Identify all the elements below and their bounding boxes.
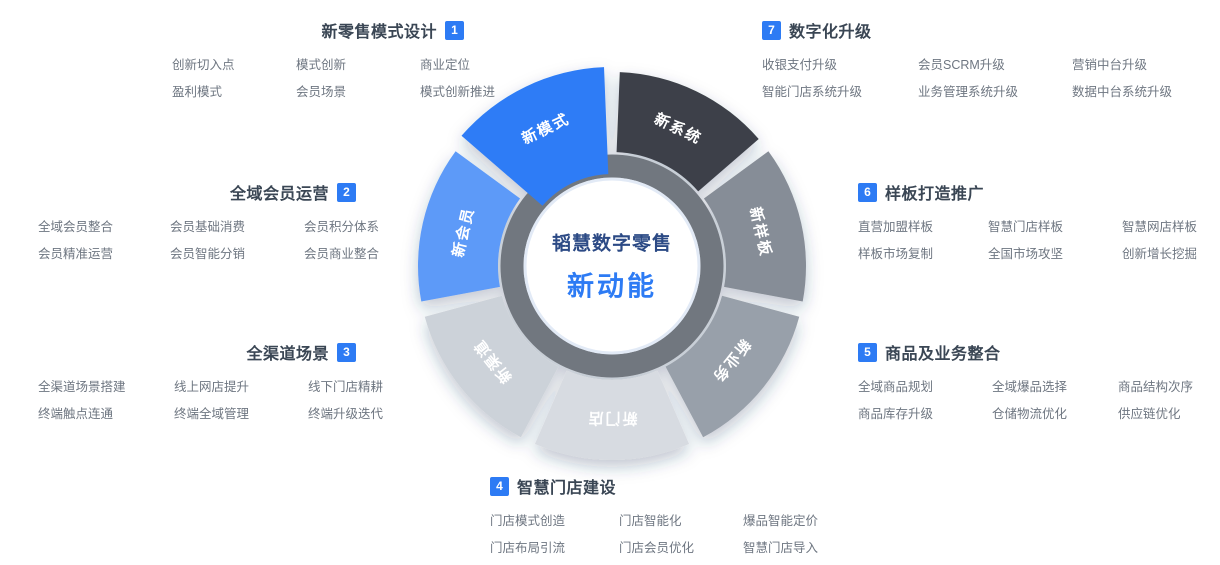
section-item: 模式创新推进 <box>420 85 496 99</box>
section-header: 6 样板打造推广 <box>858 180 1188 204</box>
section-item: 会员基础消费 <box>170 220 246 234</box>
wheel-center-disc <box>523 177 701 355</box>
section-number-badge: 6 <box>858 182 877 202</box>
section-new-retail-model: 新零售模式设计 1 创新切入点 模式创新 商业定位 盈利模式 会员场景 模式创新… <box>172 18 495 100</box>
section-item: 营销中台升级 <box>1072 58 1148 72</box>
section-item: 创新切入点 <box>172 58 235 72</box>
section-items: 全渠道场景搭建 线上网店提升 线下门店精耕 终端触点连通 终端全域管理 终端升级… <box>38 379 383 422</box>
section-item: 模式创新 <box>296 58 347 72</box>
wheel-segment-3 <box>665 295 800 438</box>
section-items: 创新切入点 模式创新 商业定位 盈利模式 会员场景 模式创新推进 <box>172 57 495 100</box>
section-product-business: 5 商品及业务整合 全域商品规划 全域爆品选择 商品结构次序 商品库存升级 仓储… <box>858 340 1193 422</box>
section-items: 门店模式创造 门店智能化 爆品智能定价 门店布局引流 门店会员优化 智慧门店导入 <box>490 513 820 556</box>
section-item: 智慧门店样板 <box>988 220 1064 234</box>
section-item: 样板市场复制 <box>858 247 934 261</box>
section-item: 商品库存升级 <box>858 407 934 421</box>
section-item: 全渠道场景搭建 <box>38 380 126 394</box>
section-item: 全国市场攻坚 <box>988 247 1064 261</box>
section-smart-store: 4 智慧门店建设 门店模式创造 门店智能化 爆品智能定价 门店布局引流 门店会员… <box>490 474 820 556</box>
wheel-segment-1 <box>616 72 759 192</box>
section-model-promotion: 6 样板打造推广 直营加盟样板 智慧门店样板 智慧网店样板 样板市场复制 全国市… <box>858 180 1197 262</box>
section-title: 新零售模式设计 <box>321 24 437 41</box>
wheel-segment-4 <box>534 370 690 461</box>
section-item: 智慧门店导入 <box>743 541 819 555</box>
section-item: 智能门店系统升级 <box>762 85 863 99</box>
section-items: 全域商品规划 全域爆品选择 商品结构次序 商品库存升级 仓储物流优化 供应链优化 <box>858 379 1193 422</box>
section-item: 全域爆品选择 <box>992 380 1068 394</box>
section-item: 直营加盟样板 <box>858 220 934 234</box>
section-item: 仓储物流优化 <box>992 407 1068 421</box>
section-item: 会员场景 <box>296 85 347 99</box>
section-item: 会员SCRM升级 <box>918 58 1005 72</box>
section-item: 会员精准运营 <box>38 247 114 261</box>
section-item: 全域会员整合 <box>38 220 114 234</box>
wheel-inner-ring <box>500 154 724 378</box>
section-item: 创新增长挖掘 <box>1122 247 1198 261</box>
section-item: 供应链优化 <box>1118 407 1181 421</box>
section-number-badge: 4 <box>490 476 509 496</box>
section-item: 线下门店精耕 <box>308 380 384 394</box>
section-item: 终端升级迭代 <box>308 407 384 421</box>
section-title: 全域会员运营 <box>229 186 329 203</box>
section-item: 智慧网店样板 <box>1122 220 1198 234</box>
section-item: 线上网店提升 <box>174 380 250 394</box>
section-item: 会员积分体系 <box>304 220 380 234</box>
wheel-segment-7 <box>461 67 609 206</box>
section-title: 全渠道场景 <box>246 346 329 363</box>
section-member-operation: 全域会员运营 2 全域会员整合 会员基础消费 会员积分体系 会员精准运营 会员智… <box>38 180 379 262</box>
section-item: 业务管理系统升级 <box>918 85 1019 99</box>
section-item: 门店智能化 <box>619 514 682 528</box>
section-number-badge: 5 <box>858 342 877 362</box>
section-items: 收银支付升级 会员SCRM升级 营销中台升级 智能门店系统升级 业务管理系统升级… <box>762 57 1192 100</box>
section-title: 商品及业务整合 <box>885 346 1001 363</box>
section-number-badge: 1 <box>445 20 464 40</box>
section-number-badge: 7 <box>762 20 781 40</box>
section-header: 7 数字化升级 <box>762 18 1192 42</box>
section-header: 全域会员运营 2 <box>38 180 356 204</box>
section-item: 爆品智能定价 <box>743 514 819 528</box>
section-item: 全域商品规划 <box>858 380 934 394</box>
section-number-badge: 2 <box>337 182 356 202</box>
section-item: 门店布局引流 <box>490 541 566 555</box>
section-item: 会员智能分销 <box>170 247 246 261</box>
section-item: 数据中台系统升级 <box>1072 85 1173 99</box>
section-item: 盈利模式 <box>172 85 223 99</box>
section-item: 收银支付升级 <box>762 58 838 72</box>
wheel-segment-2 <box>703 151 807 302</box>
section-item: 终端全域管理 <box>174 407 250 421</box>
wheel-segment-5 <box>424 295 559 438</box>
section-title: 样板打造推广 <box>885 186 985 203</box>
section-header: 全渠道场景 3 <box>38 340 356 364</box>
section-item: 会员商业整合 <box>304 247 380 261</box>
section-items: 全域会员整合 会员基础消费 会员积分体系 会员精准运营 会员智能分销 会员商业整… <box>38 219 379 262</box>
section-digital-upgrade: 7 数字化升级 收银支付升级 会员SCRM升级 营销中台升级 智能门店系统升级 … <box>762 18 1192 100</box>
section-item: 终端触点连通 <box>38 407 114 421</box>
section-items: 直营加盟样板 智慧门店样板 智慧网店样板 样板市场复制 全国市场攻坚 创新增长挖… <box>858 219 1197 262</box>
wheel-segment-label: 新门店 <box>586 410 637 428</box>
section-omnichannel-scene: 全渠道场景 3 全渠道场景搭建 线上网店提升 线下门店精耕 终端触点连通 终端全… <box>38 340 383 422</box>
section-item: 商业定位 <box>420 58 471 72</box>
section-item: 商品结构次序 <box>1118 380 1194 394</box>
section-item: 门店模式创造 <box>490 514 566 528</box>
wheel-segment-6 <box>417 151 521 302</box>
section-item: 门店会员优化 <box>619 541 695 555</box>
section-number-badge: 3 <box>337 342 356 362</box>
section-header: 4 智慧门店建设 <box>490 474 820 498</box>
section-title: 智慧门店建设 <box>517 480 617 497</box>
section-header: 5 商品及业务整合 <box>858 340 1188 364</box>
section-header: 新零售模式设计 1 <box>172 18 464 42</box>
section-title: 数字化升级 <box>789 24 872 41</box>
